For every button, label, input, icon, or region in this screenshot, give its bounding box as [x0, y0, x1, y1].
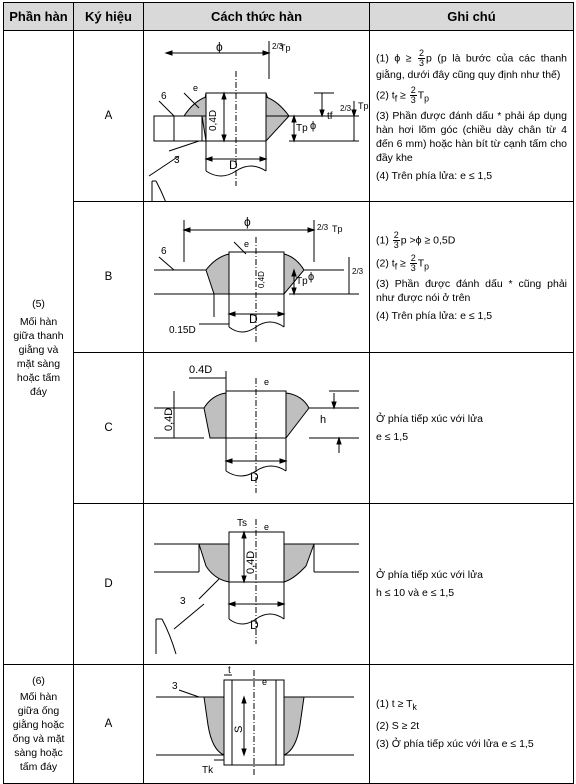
label-phi: ϕ — [244, 215, 251, 229]
label-e: e — [193, 83, 198, 93]
label-frac-23-tp: 2/3 — [272, 42, 284, 51]
label-D: D — [229, 158, 238, 172]
table-header-row: Phần hàn Ký hiệu Cách thức hàn Ghi chú — [3, 2, 574, 31]
label-six: 6 — [161, 246, 167, 257]
label-04D: 0,4D — [208, 110, 219, 131]
label-e: e — [264, 522, 269, 532]
label-D: D — [249, 312, 258, 326]
header-notes: Ghi chú — [369, 2, 574, 31]
table-row: C — [4, 352, 574, 504]
diagram-5d-cell: Ts 0,4D D 3 e — [143, 503, 370, 665]
diagram-5b: ϕ 2/3 Tp D 0,4D Tp 2/3 ϕ 6 e 0.15D — [154, 215, 364, 342]
symbol-6a: A — [73, 664, 144, 784]
symbol-5d: D — [73, 503, 144, 665]
label-e: e — [262, 677, 267, 687]
label-phi-small: ϕ — [310, 120, 316, 132]
label-frac-right: 2/3 — [340, 104, 352, 113]
label-e: e — [264, 377, 269, 387]
label-e: e — [244, 239, 249, 249]
note-5c-2: e ≤ 1,5 — [376, 431, 409, 443]
group-5-name: Mối hàn giữa thanh giằng và mặt sàng hoặ… — [13, 315, 64, 398]
label-D: D — [250, 470, 259, 484]
notes-5c: Ở phía tiếp xúc với lửa e ≤ 1,5 — [369, 352, 574, 504]
note-5c-1: Ở phía tiếp xúc với lửa — [376, 413, 483, 425]
symbol-5a: A — [73, 30, 144, 202]
group-6-name: Mối hàn giữa ống giằng hoặc ống và mặt s… — [12, 691, 65, 773]
label-tp-top: Tp — [280, 43, 291, 53]
symbol-5c: C — [73, 352, 144, 504]
label-04D: 0,4D — [257, 271, 266, 288]
symbol-5b: B — [73, 201, 144, 353]
note-5b-4: (4) Trên phía lửa: e ≤ 1,5 — [376, 310, 493, 323]
label-phi: ϕ — [216, 40, 223, 54]
label-tp-far: Tp — [358, 101, 369, 111]
table-row: (6) Mối hàn giữa ống giằng hoặc ống và m… — [3, 664, 574, 784]
group-5-number: (5) — [32, 297, 45, 310]
diagram-5c-cell: 0.4D 0,4D D h e — [143, 352, 370, 504]
label-tp-right: Tp — [296, 123, 308, 134]
header-method: Cách thức hàn — [143, 2, 370, 31]
weld-table: Phần hàn Ký hiệu Cách thức hàn Ghi chú (… — [3, 2, 574, 784]
label-tp-top: Tp — [332, 224, 343, 234]
label-phi-small: ϕ — [308, 271, 314, 283]
diagram-5c: 0.4D 0,4D D h e — [154, 364, 359, 493]
note-6a-2: (2) S ≥ 2t — [376, 719, 420, 732]
label-three: 3 — [180, 596, 186, 607]
diagram-6a-cell: t S Tk 3 e — [143, 664, 370, 784]
header-symbol: Ký hiệu — [73, 2, 144, 31]
group-6-number: (6) — [32, 675, 45, 687]
header-weld-part: Phần hàn — [3, 2, 74, 31]
label-frac-right: 2/3 — [352, 267, 364, 276]
label-ts: Ts — [237, 518, 247, 529]
label-tp-right: Tp — [296, 276, 308, 287]
label-frac-top: 2/3 — [317, 223, 329, 232]
label-t: t — [228, 665, 231, 676]
notes-5d: Ở phía tiếp xúc với lửa h ≤ 10 và e ≤ 1,… — [369, 503, 574, 665]
label-tk: Tk — [202, 765, 214, 776]
group-5-cell: (5) Mối hàn giữa thanh giằng và mặt sàng… — [3, 30, 74, 665]
diagram-5d: Ts 0,4D D 3 e — [154, 518, 359, 655]
label-04D-top: 0.4D — [189, 364, 212, 376]
note-5d-2: h ≤ 10 và e ≤ 1,5 — [376, 587, 455, 599]
label-S: S — [233, 726, 245, 733]
note-5a-4: (4) Trên phía lửa: e ≤ 1,5 — [376, 170, 493, 183]
label-three: 3 — [174, 155, 180, 166]
diagram-6a: t S Tk 3 e — [156, 665, 354, 777]
note-5d-1: Ở phía tiếp xúc với lửa — [376, 569, 483, 581]
note-5a-3: (3) Phần được đánh dấu * phải áp dụng hà… — [376, 110, 567, 165]
notes-6a: (1) t ≥ Tk (2) S ≥ 2t (3) Ở phía tiếp xú… — [369, 664, 574, 784]
label-D: D — [250, 618, 259, 632]
table-row: B — [4, 201, 574, 353]
diagram-5b-cell: ϕ 2/3 Tp D 0,4D Tp 2/3 ϕ 6 e 0.15D — [143, 201, 370, 353]
diagram-5a-cell: ϕ 2/3 Tp D 0,4D tf Tp 2/3 Tp 6 e 3 ϕ — [143, 30, 370, 202]
label-tf: tf — [327, 111, 333, 122]
label-015D: 0.15D — [169, 325, 196, 336]
label-04D: 0,4D — [245, 551, 257, 574]
table-row: D — [4, 503, 574, 665]
note-5b-3: (3) Phần được đánh dấu * cũng phải như đ… — [376, 278, 567, 305]
label-h: h — [320, 414, 326, 426]
diagram-5a: ϕ 2/3 Tp D 0,4D tf Tp 2/3 Tp 6 e 3 ϕ — [148, 40, 369, 201]
note-6a-1: (1) t ≥ Tk — [376, 698, 417, 713]
label-six: 6 — [161, 91, 167, 102]
group-6-cell: (6) Mối hàn giữa ống giằng hoặc ống và m… — [3, 664, 74, 784]
note-6a-3: (3) Ở phía tiếp xúc với lửa e ≤ 1,5 — [376, 737, 534, 750]
table-row: (5) Mối hàn giữa thanh giằng và mặt sàng… — [3, 30, 574, 665]
label-three: 3 — [172, 681, 178, 692]
label-04D-side: 0,4D — [163, 408, 175, 431]
